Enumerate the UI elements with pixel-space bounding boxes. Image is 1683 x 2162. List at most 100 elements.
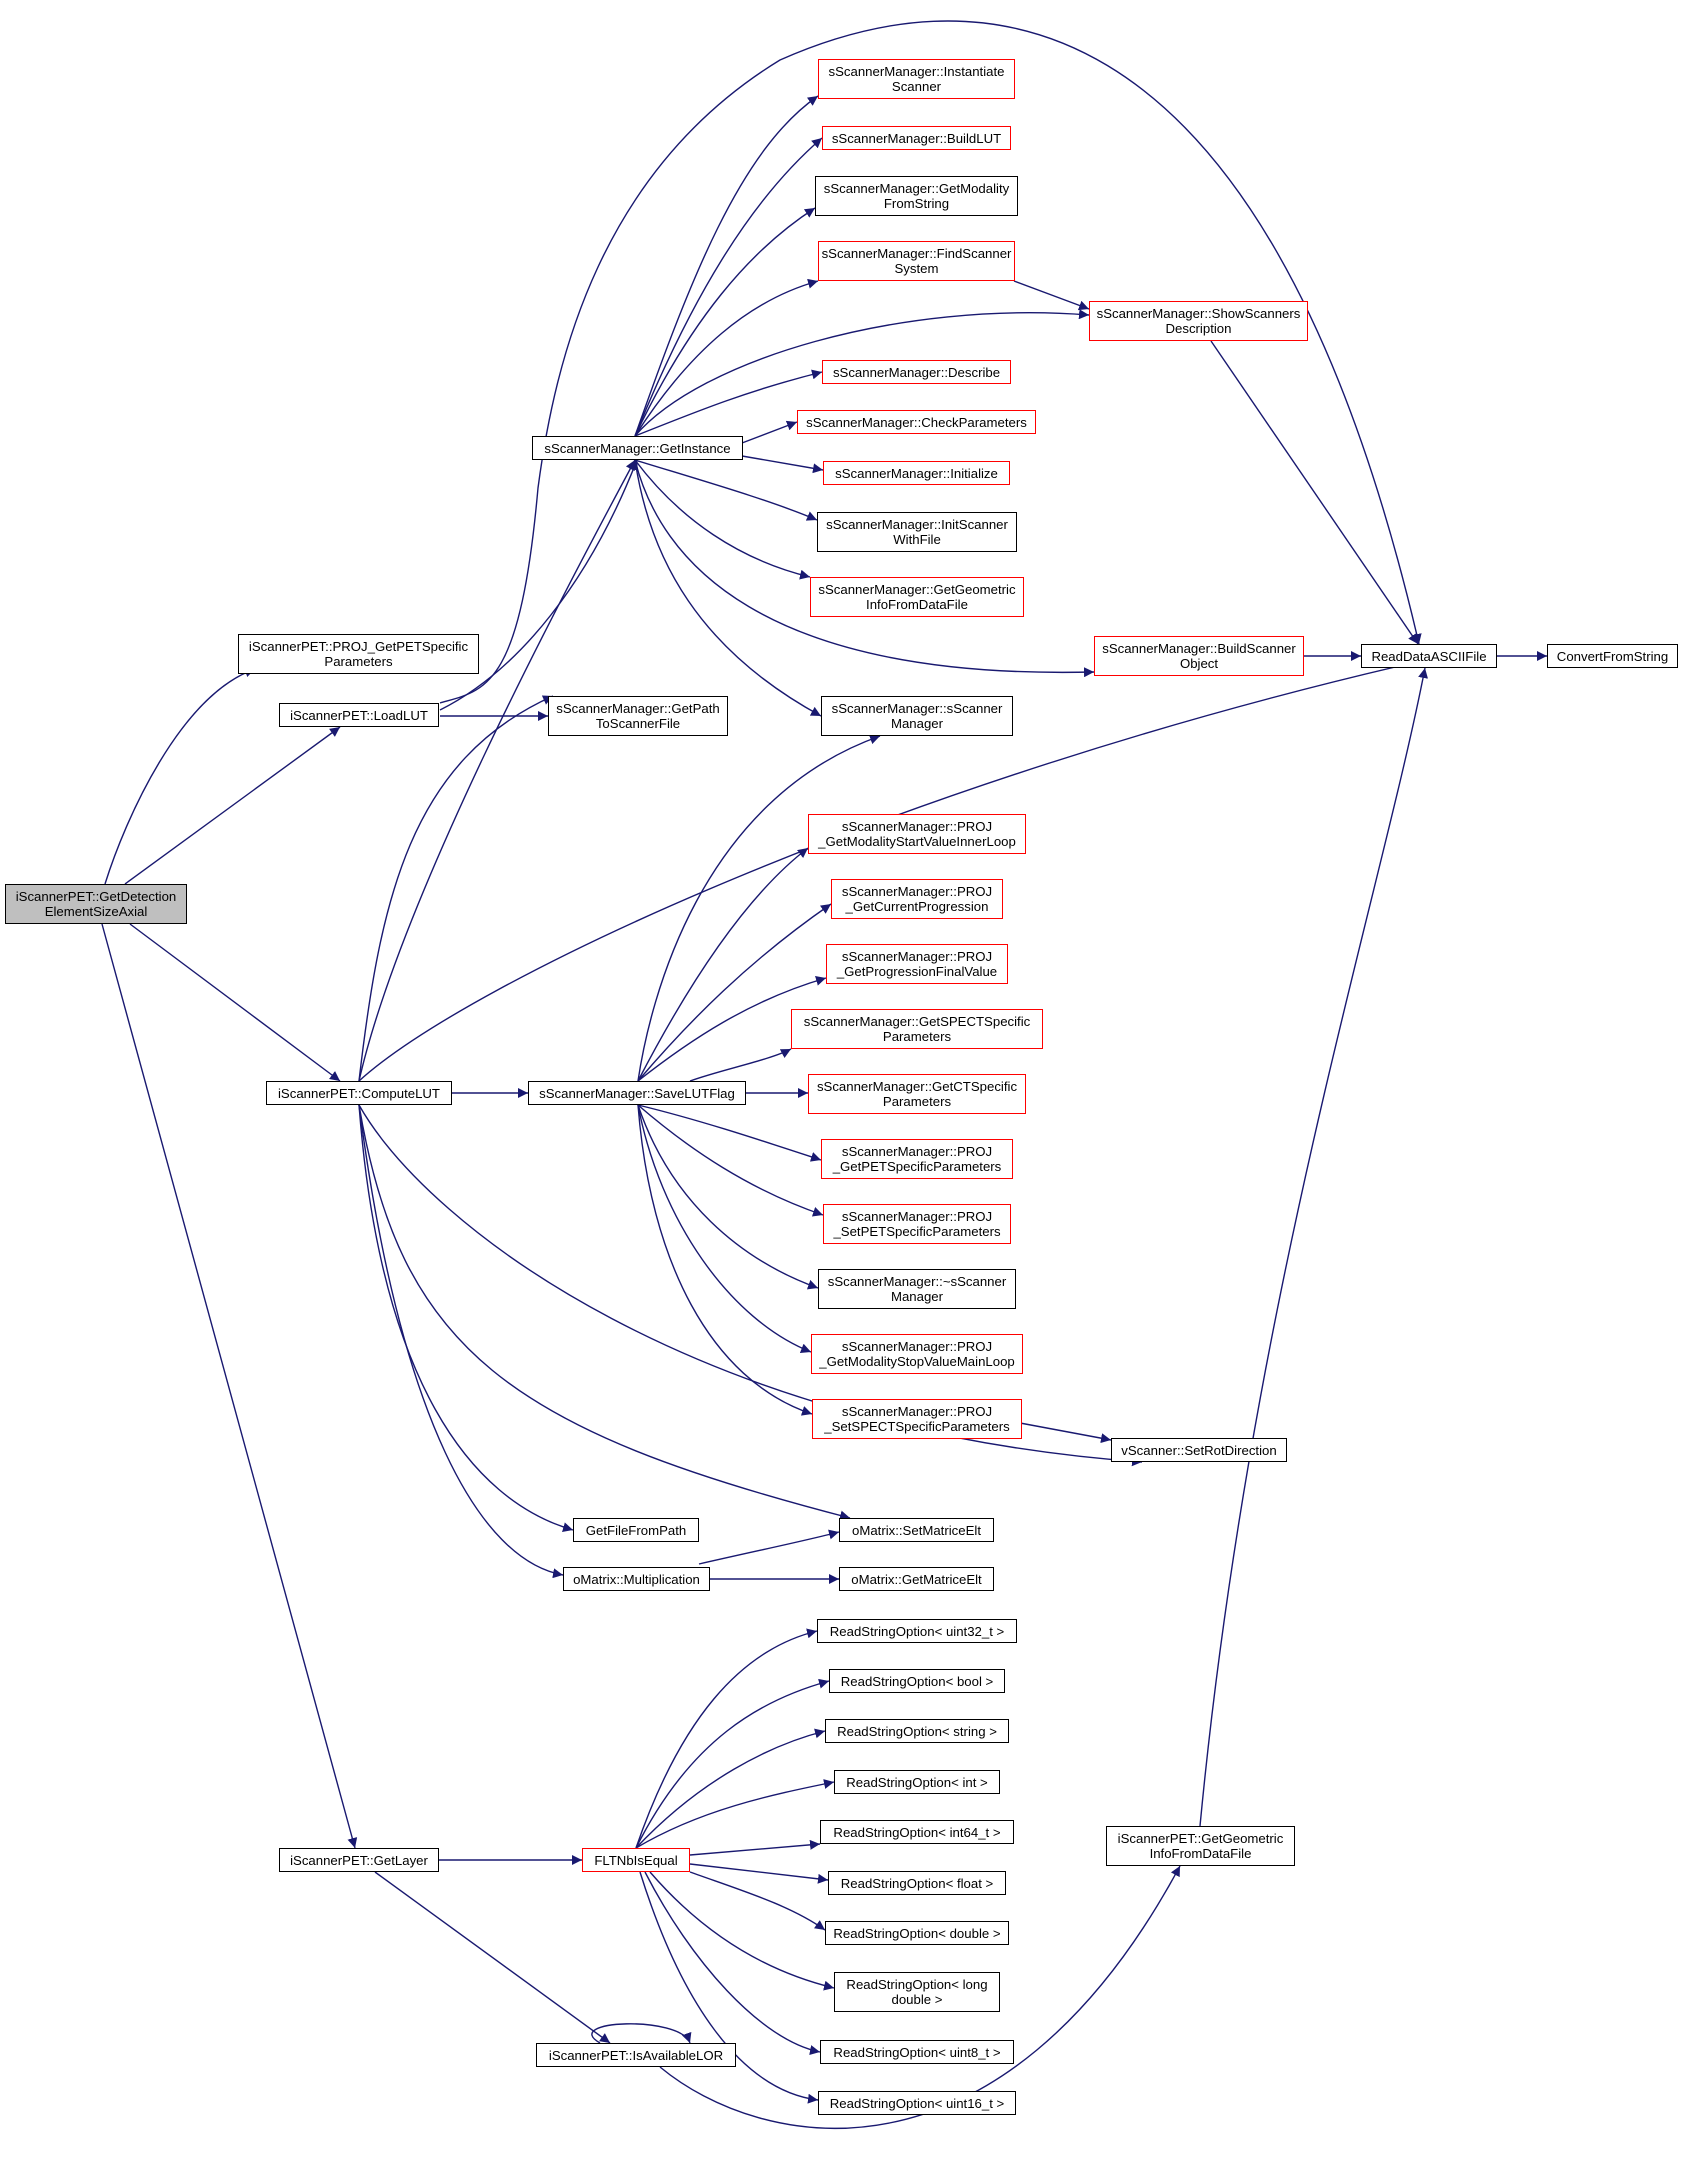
node-iscannerpet-computelut[interactable]: iScannerPET::ComputeLUT [266,1081,452,1105]
node-iscannerpet-getdetectionelementsizeaxial: iScannerPET::GetDetection ElementSizeAxi… [5,884,187,924]
call-edge [358,658,1422,1082]
node-readstringoption-int[interactable]: ReadStringOption< int > [834,1770,1000,1794]
node-iscannerpet-isavailablelor[interactable]: iScannerPET::IsAvailableLOR [536,2043,736,2067]
call-edge [634,459,811,580]
call-edge [635,1628,818,1849]
node-sscannermanager-getctspecificparameters[interactable]: sScannerManager::GetCTSpecific Parameter… [808,1074,1026,1114]
node-sscannermanager-checkparameters[interactable]: sScannerManager::CheckParameters [797,410,1036,434]
call-edge [374,1871,611,2044]
node-readstringoption-int64[interactable]: ReadStringOption< int64_t > [820,1820,1014,1844]
node-sscannermanager-proj-setspectspecificparameters[interactable]: sScannerManager::PROJ _SetSPECTSpecificP… [812,1399,1022,1439]
call-edge [741,420,798,444]
node-sscannermanager-proj-getmodalitystopvaluemainloop[interactable]: sScannerManager::PROJ _GetModalityStopVa… [811,1334,1023,1374]
node-sscannermanager-getinstance[interactable]: sScannerManager::GetInstance [532,436,743,460]
node-sscannermanager-getgeometricinfofromdatafile[interactable]: sScannerManager::GetGeometric InfoFromDa… [810,577,1024,617]
call-edge [634,459,818,521]
node-sscannermanager-savelutflag[interactable]: sScannerManager::SaveLUTFlag [528,1081,746,1105]
call-edge [689,1871,826,1931]
call-edge [637,1104,824,1217]
call-edge [634,137,823,437]
node-readstringoption-float[interactable]: ReadStringOption< float > [828,1871,1006,1895]
node-readstringoption-double[interactable]: ReadStringOption< double > [825,1921,1009,1945]
call-edge [634,459,1095,678]
call-edge [1019,1422,1112,1444]
node-omatrix-getmatriceelt[interactable]: oMatrix::GetMatriceElt [839,1567,994,1591]
node-sscannermanager-getmodalityfromstring[interactable]: sScannerManager::GetModality FromString [815,176,1018,216]
node-sscannermanager-getpathtoscannerfile[interactable]: sScannerManager::GetPath ToScannerFile [548,696,728,736]
call-edge [659,1865,1181,2129]
node-sscannermanager-proj-setpetspecificparameters[interactable]: sScannerManager::PROJ _SetPETSpecificPar… [823,1204,1011,1244]
node-omatrix-setmatriceelt[interactable]: oMatrix::SetMatriceElt [839,1518,994,1542]
node-getfilefrompath[interactable]: GetFileFromPath [573,1518,699,1542]
node-sscannermanager-proj-getpetspecificparameters[interactable]: sScannerManager::PROJ _GetPETSpecificPar… [821,1139,1013,1179]
call-edge [1013,280,1090,311]
call-edge [1210,340,1419,645]
call-edge [637,734,881,1082]
node-vscanner-setrotdirection[interactable]: vScanner::SetRotDirection [1111,1438,1287,1462]
call-edge [439,459,639,711]
call-edge [741,455,824,474]
call-edge [358,1104,851,1521]
node-sscannermanager-proj-getcurrentprogression[interactable]: sScannerManager::PROJ _GetCurrentProgres… [831,879,1003,919]
call-edge [689,1048,792,1082]
call-edge [358,1104,574,1532]
call-edge [639,1871,819,2104]
node-readstringoption-bool[interactable]: ReadStringOption< bool > [829,1669,1005,1693]
node-sscannermanager-describe[interactable]: sScannerManager::Describe [822,360,1011,384]
node-sscannermanager-initscannerwithfile[interactable]: sScannerManager::InitScanner WithFile [817,512,1017,552]
call-edge [358,695,554,1082]
node-iscannerpet-loadlut[interactable]: iScannerPET::LoadLUT [279,703,439,727]
node-fltnbisequal[interactable]: FLTNbIsEqual [582,1848,690,1872]
call-edge [637,847,809,1082]
node-sscannermanager-buildlut[interactable]: sScannerManager::BuildLUT [822,126,1011,150]
call-edge [634,278,819,437]
call-edge [124,726,341,885]
node-sscannermanager-initialize[interactable]: sScannerManager::Initialize [823,461,1010,485]
node-omatrix-multiplication[interactable]: oMatrix::Multiplication [563,1567,710,1591]
call-edge [689,1839,821,1856]
node-readstringoption-uint8[interactable]: ReadStringOption< uint8_t > [820,2040,1014,2064]
call-edge [591,2023,692,2044]
call-edge [635,1678,830,1849]
node-readstringoption-string[interactable]: ReadStringOption< string > [825,1719,1009,1743]
node-convertfromstring[interactable]: ConvertFromString [1547,644,1678,668]
node-sscannermanager-findscannersystem[interactable]: sScannerManager::FindScanner System [818,241,1015,281]
call-edge [634,95,819,437]
node-readdataasciifile[interactable]: ReadDataASCIIFile [1361,644,1497,668]
call-edge [104,667,256,885]
node-sscannermanager-proj-getmodalitystartvalueinnerloop[interactable]: sScannerManager::PROJ _GetModalityStartV… [808,814,1026,854]
node-sscannermanager-proj-getprogressionfinalvalue[interactable]: sScannerManager::PROJ _GetProgressionFin… [826,944,1008,984]
call-edge [358,459,636,1082]
node-iscannerpet-getlayer[interactable]: iScannerPET::GetLayer [279,1848,439,1872]
call-edge [634,369,823,437]
call-edge [637,975,827,1082]
node-iscannerpet-getgeometricinfofromdatafile[interactable]: iScannerPET::GetGeometric InfoFromDataFi… [1106,1826,1295,1866]
call-edge [637,1104,819,1290]
node-readstringoption-uint16[interactable]: ReadStringOption< uint16_t > [818,2091,1016,2115]
call-edge [637,1104,813,1416]
call-edge [644,1871,821,2055]
call-edge [129,923,341,1082]
node-readstringoption-longdouble[interactable]: ReadStringOption< long double > [834,1972,1000,2012]
call-edge [637,1104,812,1353]
call-edge [637,903,832,1082]
node-sscannermanager-destructor[interactable]: sScannerManager::~sScanner Manager [818,1269,1016,1309]
call-edge [101,923,358,1849]
call-edge [635,1779,835,1849]
node-sscannermanager-showscannersdescription[interactable]: sScannerManager::ShowScanners Descriptio… [1089,301,1308,341]
node-sscannermanager-sscannermanager[interactable]: sScannerManager::sScanner Manager [821,696,1013,736]
call-edge [439,20,1422,704]
call-edge [1199,667,1429,1827]
node-sscannermanager-getspectspecificparameters[interactable]: sScannerManager::GetSPECTSpecific Parame… [791,1009,1043,1049]
call-edge [634,309,1090,437]
call-edge [634,207,816,437]
call-edge [698,1529,840,1565]
node-readstringoption-uint32[interactable]: ReadStringOption< uint32_t > [817,1619,1017,1643]
node-sscannermanager-buildscannerobject[interactable]: sScannerManager::BuildScanner Object [1094,636,1304,676]
call-edge [689,1863,829,1884]
node-iscannerpet-proj-getpetspecificparameters[interactable]: iScannerPET::PROJ_GetPETSpecific Paramet… [238,634,479,674]
node-sscannermanager-instantiatescanner[interactable]: sScannerManager::Instantiate Scanner [818,59,1015,99]
call-edge [635,1728,826,1849]
call-edge [358,1104,564,1579]
